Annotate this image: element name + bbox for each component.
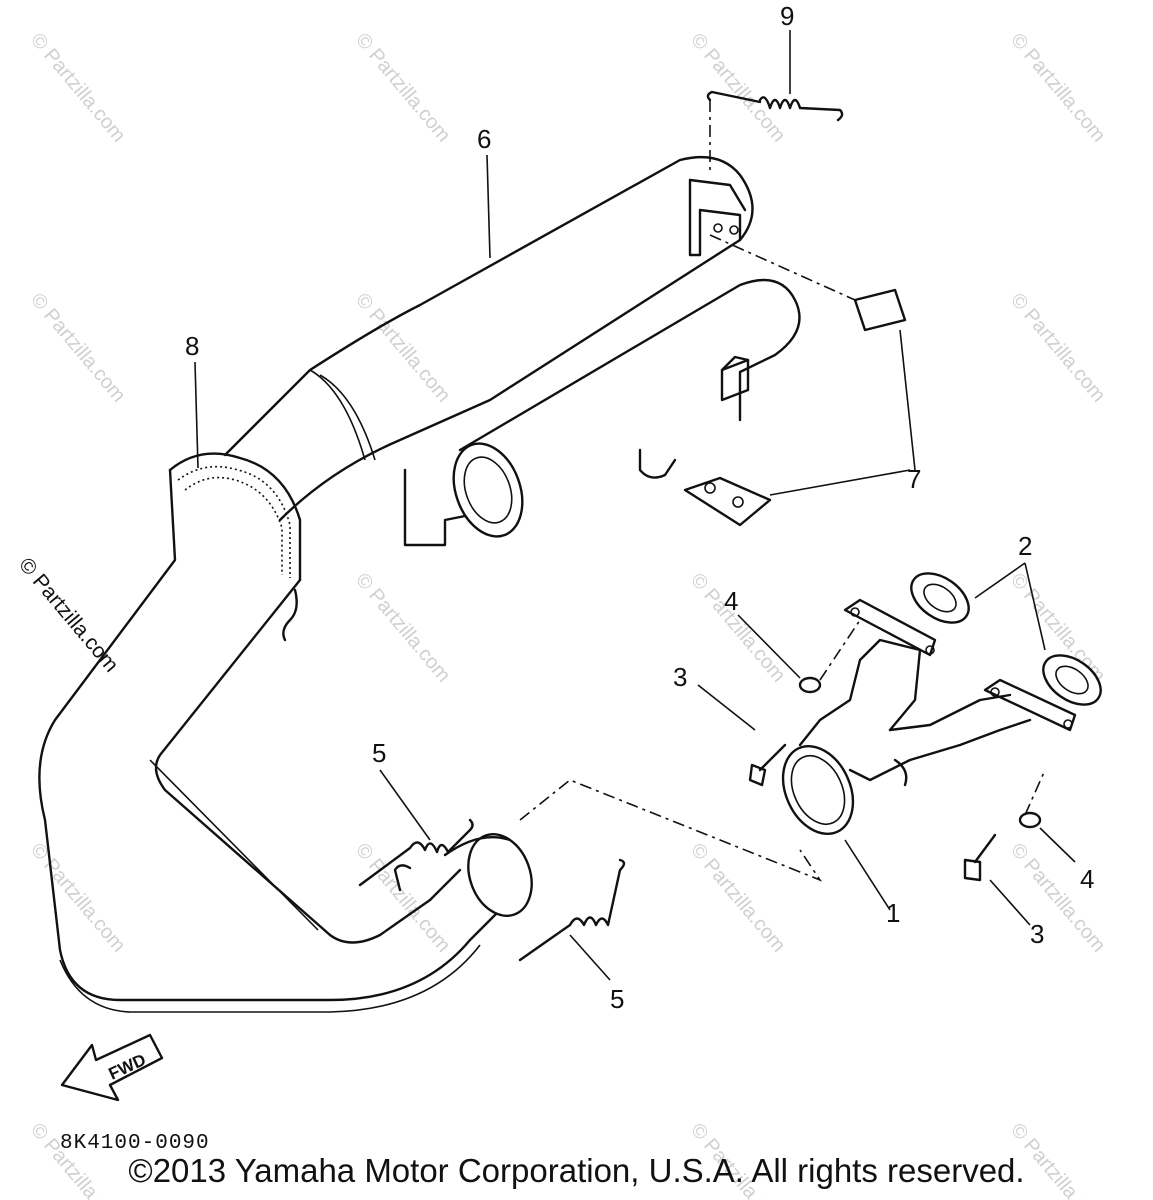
damper-rubber (709, 234, 916, 496)
callout-3: 3 (1030, 919, 1044, 949)
callout-7: 7 (907, 464, 921, 494)
watermark-text: © Partzilla.com (686, 29, 789, 146)
fwd-label: FWD (106, 1050, 149, 1084)
part-code: 8K4100-0090 (60, 1132, 210, 1155)
callout-8: 8 (185, 331, 199, 361)
gaskets (910, 562, 1102, 706)
springs-5 (358, 769, 823, 981)
callout-2: 2 (1018, 531, 1032, 561)
watermark-text: © Partzilla.com (1006, 29, 1109, 146)
copyright-notice: ©2013 Yamaha Motor Corporation, U.S.A. A… (128, 1152, 1025, 1189)
watermark-text: © Partzilla.com (26, 289, 129, 406)
spring-9 (706, 30, 844, 175)
leader-6 (486, 154, 491, 259)
callouts: 9 6 8 7 2 4 3 5 4 1 3 5 (185, 1, 1094, 1014)
watermark-text: © Partzilla.com (26, 29, 129, 146)
callout-1: 1 (886, 898, 900, 928)
watermark-text: © Partzilla.com (351, 839, 454, 956)
fwd-arrow-icon: FWD (60, 1033, 164, 1102)
exhaust-pipe (38, 468, 533, 1013)
watermark-text: © Partzilla.com (351, 289, 454, 406)
leader-8 (194, 361, 199, 469)
watermark-text: © Partzilla.com (686, 839, 789, 956)
watermark-text: © Partzilla.com (26, 839, 129, 956)
callout-3: 3 (673, 662, 687, 692)
exhaust-manifold (781, 598, 1077, 911)
muffler (223, 156, 801, 547)
watermark-text: © Partzilla.com (1006, 289, 1109, 406)
watermark-text: © Partzilla.com (1006, 839, 1109, 956)
callout-5: 5 (610, 984, 624, 1014)
callout-4: 4 (1080, 864, 1094, 894)
watermark-text: © Partzilla.com (351, 569, 454, 686)
callout-4: 4 (724, 586, 738, 616)
callout-5: 5 (372, 738, 386, 768)
fasteners (697, 614, 1076, 926)
heat-wrap (168, 452, 302, 642)
watermark-text-dark: © Partzilla.com (14, 553, 123, 676)
callout-6: 6 (477, 124, 491, 154)
watermark-text: © Partzilla.com (351, 29, 454, 146)
callout-9: 9 (780, 1, 794, 31)
